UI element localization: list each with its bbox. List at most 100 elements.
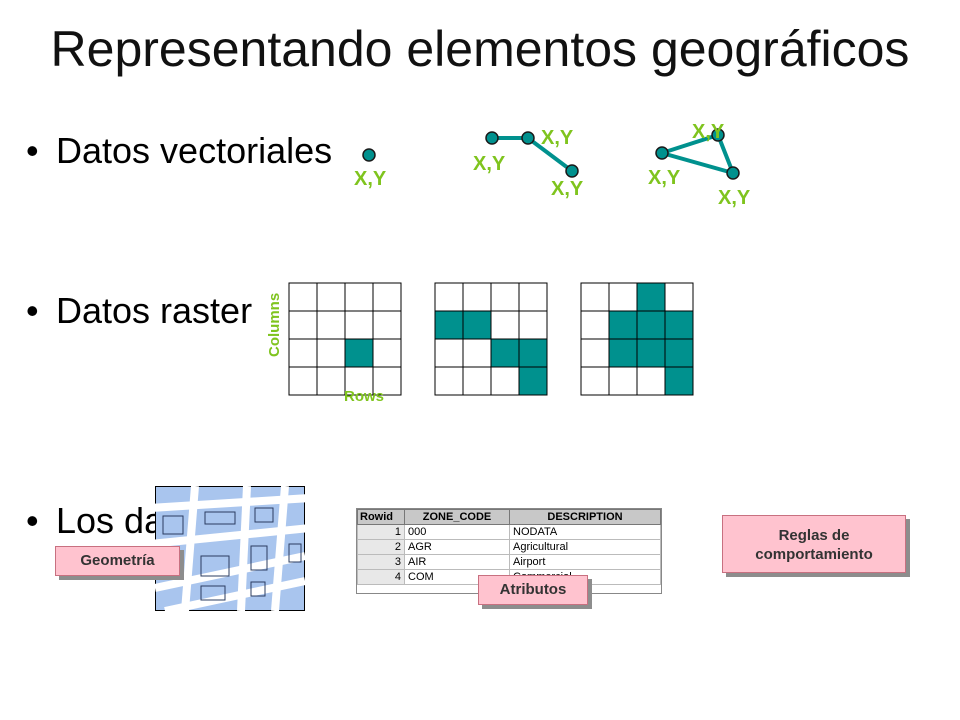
table-cell: 1 <box>357 524 405 540</box>
raster-cell-filled <box>636 338 666 368</box>
raster-cell-empty <box>288 338 318 368</box>
raster-cell-empty <box>316 310 346 340</box>
raster-cell-empty <box>288 282 318 312</box>
raster-cell-empty <box>580 366 610 396</box>
table-header-description[interactable]: DESCRIPTION <box>509 509 661 525</box>
raster-cell-filled <box>608 310 638 340</box>
table-header-rowid[interactable]: Rowid <box>357 509 405 525</box>
bullet-vector-text: Datos vectoriales <box>56 130 333 171</box>
raster-cell-filled <box>518 366 548 396</box>
raster-cell-empty <box>490 366 520 396</box>
columns-label: Columns <box>266 292 283 357</box>
raster-cell-empty <box>462 282 492 312</box>
line-vertex <box>485 131 499 145</box>
raster-cell-empty <box>434 366 464 396</box>
polygon-vertex <box>711 128 725 142</box>
street-map-image <box>155 486 305 611</box>
raster-cell-empty <box>608 366 638 396</box>
table-cell: Airport <box>509 554 661 570</box>
rows-label: Rows <box>344 388 385 405</box>
reglas-label: Reglas de comportamiento <box>722 515 906 573</box>
polygon-vertex <box>655 146 669 160</box>
bullet-dot-icon: • <box>26 130 39 171</box>
raster-cell-empty <box>316 366 346 396</box>
raster-cell-empty <box>372 282 402 312</box>
raster-cell-filled <box>664 366 694 396</box>
reglas-line-2: comportamiento <box>755 546 873 563</box>
reglas-badge: Reglas de comportamiento <box>722 515 908 575</box>
bullet-raster-text: Datos raster <box>56 290 253 331</box>
raster-cell-empty <box>344 282 374 312</box>
xy-label-poly-2: X,Y <box>692 121 725 143</box>
line-vertex <box>565 164 579 178</box>
table-cell: 2 <box>357 539 405 555</box>
raster-cell-filled <box>344 338 374 368</box>
raster-cell-empty <box>462 366 492 396</box>
raster-cell-empty <box>434 282 464 312</box>
table-header-zone-code[interactable]: ZONE_CODE <box>404 509 510 525</box>
xy-label-line-2: X,Y <box>541 127 574 149</box>
table-cell: 3 <box>357 554 405 570</box>
raster-cell-empty <box>434 338 464 368</box>
bullet-dot-icon: • <box>26 290 39 331</box>
raster-cell-empty <box>490 282 520 312</box>
raster-cell-filled <box>664 310 694 340</box>
raster-cell-filled <box>434 310 464 340</box>
raster-cell-filled <box>490 338 520 368</box>
raster-cell-empty <box>344 366 374 396</box>
table-cell: 000 <box>404 524 510 540</box>
table-row[interactable]: 2 AGR Agricultural <box>357 539 661 555</box>
atributos-label: Atributos <box>478 575 588 605</box>
slide-title: Representando elementos geográficos <box>50 21 910 77</box>
raster-cell-filled <box>636 282 666 312</box>
bullet-dot-icon: • <box>26 500 39 541</box>
raster-cell-empty <box>518 282 548 312</box>
raster-cell-empty <box>664 282 694 312</box>
vector-polygon <box>655 132 737 177</box>
xy-label-line-1: X,Y <box>473 153 506 175</box>
raster-cell-empty <box>316 282 346 312</box>
raster-cell-filled <box>664 338 694 368</box>
table-row[interactable]: 3 AIR Airport <box>357 554 661 570</box>
raster-cell-empty <box>372 366 402 396</box>
table-cell: 4 <box>357 569 405 585</box>
raster-cell-empty <box>462 338 492 368</box>
table-row[interactable]: 1 000 NODATA <box>357 524 661 540</box>
atributos-badge: Atributos <box>478 575 588 605</box>
raster-cell-filled <box>636 310 666 340</box>
xy-label-poly-3: X,Y <box>718 187 751 209</box>
raster-cell-empty <box>372 310 402 340</box>
raster-cell-filled <box>608 338 638 368</box>
raster-cell-empty <box>580 310 610 340</box>
raster-cell-empty <box>608 282 638 312</box>
xy-label-point: X,Y <box>354 168 387 190</box>
raster-cell-empty <box>344 310 374 340</box>
polygon-vertex <box>726 166 740 180</box>
table-cell: AGR <box>404 539 510 555</box>
raster-cell-empty <box>580 282 610 312</box>
table-cell: NODATA <box>509 524 661 540</box>
raster-cell-empty <box>580 338 610 368</box>
xy-label-poly-1: X,Y <box>648 167 681 189</box>
vector-point <box>362 148 376 162</box>
line-vertex <box>521 131 535 145</box>
raster-cell-empty <box>490 310 520 340</box>
raster-cell-empty <box>288 310 318 340</box>
table-cell: AIR <box>404 554 510 570</box>
table-header-row: Rowid ZONE_CODE DESCRIPTION <box>357 509 661 525</box>
reglas-line-1: Reglas de <box>778 527 850 544</box>
attribute-table-grid: Rowid ZONE_CODE DESCRIPTION 1 000 NODATA… <box>357 509 661 585</box>
raster-cell-empty <box>316 338 346 368</box>
xy-label-line-3: X,Y <box>551 178 584 200</box>
raster-cell-empty <box>636 366 666 396</box>
geometria-badge: Geometría <box>55 546 180 576</box>
attribute-table: Rowid ZONE_CODE DESCRIPTION 1 000 NODATA… <box>356 508 662 594</box>
raster-cell-empty <box>372 338 402 368</box>
raster-cell-empty <box>288 366 318 396</box>
raster-cell-filled <box>518 338 548 368</box>
bullet-raster: • Datos raster <box>26 290 252 332</box>
raster-cell-empty <box>518 310 548 340</box>
bullet-vector: • Datos vectoriales <box>26 130 332 172</box>
